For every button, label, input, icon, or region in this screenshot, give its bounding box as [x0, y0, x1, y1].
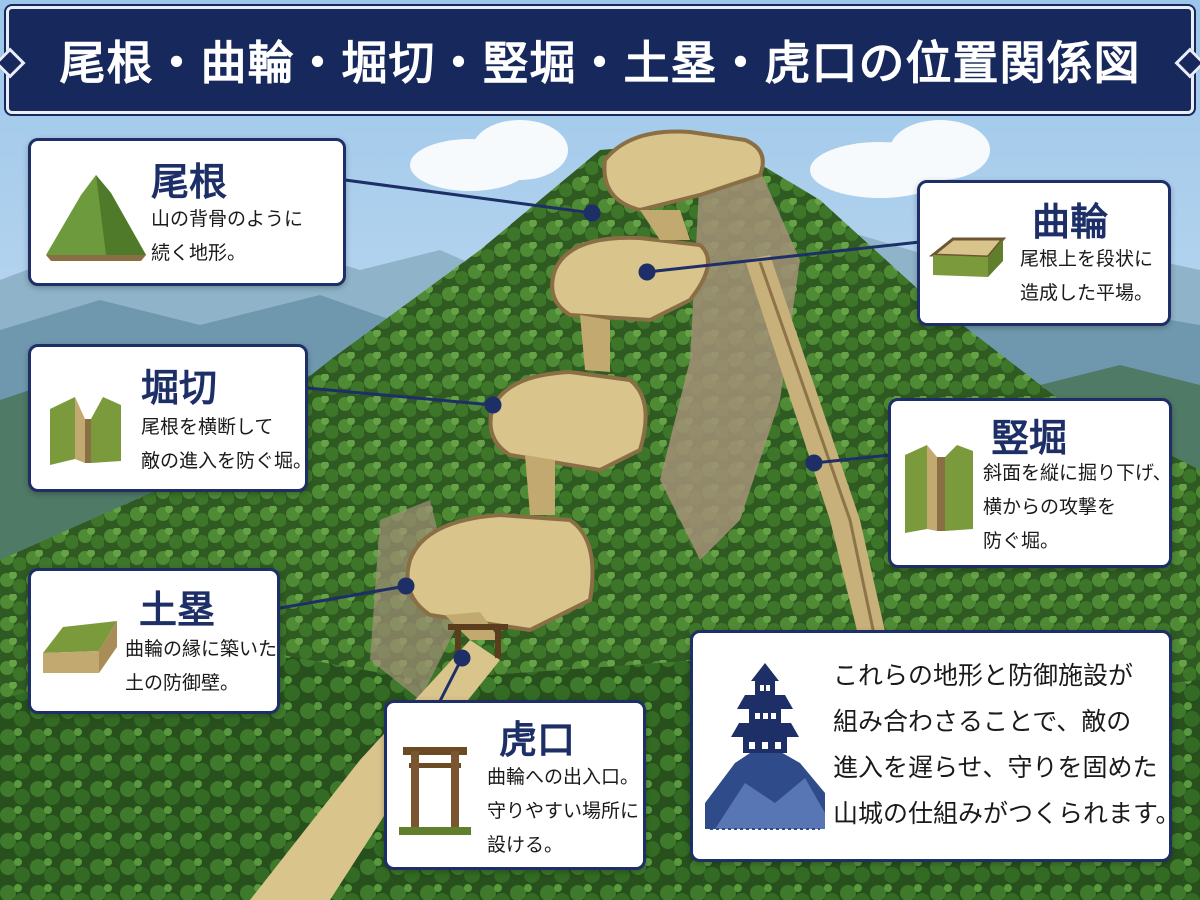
summary-line: 組み合わさることで、敵の — [833, 707, 1132, 736]
summary-card: これらの地形と防御施設が 組み合わさることで、敵の 進入を遅らせ、守りを固めた … — [690, 630, 1181, 862]
label-title: 堀切 — [141, 366, 218, 410]
label-desc-line: 土の防御壁。 — [125, 672, 240, 694]
label-desc-line: 防ぐ堀。 — [983, 530, 1060, 552]
label-card-koguchi: 虎口 曲輪への出入口。 守りやすい場所に 設ける。 — [384, 700, 646, 870]
diagram-title: 尾根・曲輪・堀切・竪堀・土塁・虎口の位置関係図 — [59, 36, 1141, 90]
label-title: 土塁 — [139, 588, 216, 632]
label-desc-line: 続く地形。 — [151, 242, 247, 264]
label-card-dorui: 土塁 曲輪の縁に築いた 土の防御壁。 — [28, 568, 280, 714]
label-desc-line: 曲輪の縁に築いた — [125, 638, 278, 660]
gate-icon — [399, 747, 471, 835]
terrace-icon — [928, 237, 1007, 277]
label-card-horikiri: 堀切 尾根を横断して 敵の進入を防ぐ堀。 — [28, 344, 312, 492]
cross-trench-icon — [50, 397, 121, 465]
label-desc-line: 曲輪への出入口。 — [487, 766, 640, 788]
ridge-icon — [46, 175, 146, 261]
castle-mountain-icon — [705, 663, 825, 830]
leader-lines — [279, 178, 921, 704]
title-banner: 尾根・曲輪・堀切・竪堀・土塁・虎口の位置関係図 — [4, 4, 1196, 116]
label-desc-line: 守りやすい場所に — [487, 800, 640, 822]
label-card-kuruwa: 曲輪 尾根上を段状に 造成した平場。 — [917, 180, 1171, 326]
vertical-trench — [745, 255, 905, 725]
label-title: 曲輪 — [1032, 200, 1109, 244]
label-desc-line: 斜面を縦に掘り下げ、 — [983, 462, 1172, 484]
label-desc-line: 造成した平場。 — [1020, 282, 1154, 304]
label-desc-line: 尾根を横断して — [141, 416, 274, 438]
koguchi-gate — [448, 624, 508, 658]
label-desc-line: 敵の進入を防ぐ堀。 — [141, 450, 313, 472]
vertical-trench-icon — [905, 445, 973, 533]
terraces — [405, 129, 765, 640]
label-card-tatebori: 竪堀 斜面を縦に掘り下げ、 横からの攻撃を 防ぐ堀。 — [888, 398, 1172, 568]
label-desc-line: 横からの攻撃を — [983, 496, 1117, 518]
summary-line: これらの地形と防御施設が — [833, 661, 1134, 690]
label-desc-line: 設ける。 — [487, 834, 564, 856]
label-title: 竪堀 — [991, 416, 1068, 460]
label-desc-line: 山の背骨のように — [151, 208, 304, 230]
summary-line: 山城の仕組みがつくられます。 — [833, 799, 1181, 828]
label-title: 尾根 — [151, 160, 228, 204]
earthwork-icon — [43, 621, 117, 673]
label-title: 虎口 — [499, 718, 576, 762]
label-desc-line: 尾根上を段状に — [1020, 248, 1154, 270]
summary-line: 進入を遅らせ、守りを固めた — [833, 753, 1158, 782]
label-card-one: 尾根 山の背骨のように 続く地形。 — [28, 138, 346, 286]
